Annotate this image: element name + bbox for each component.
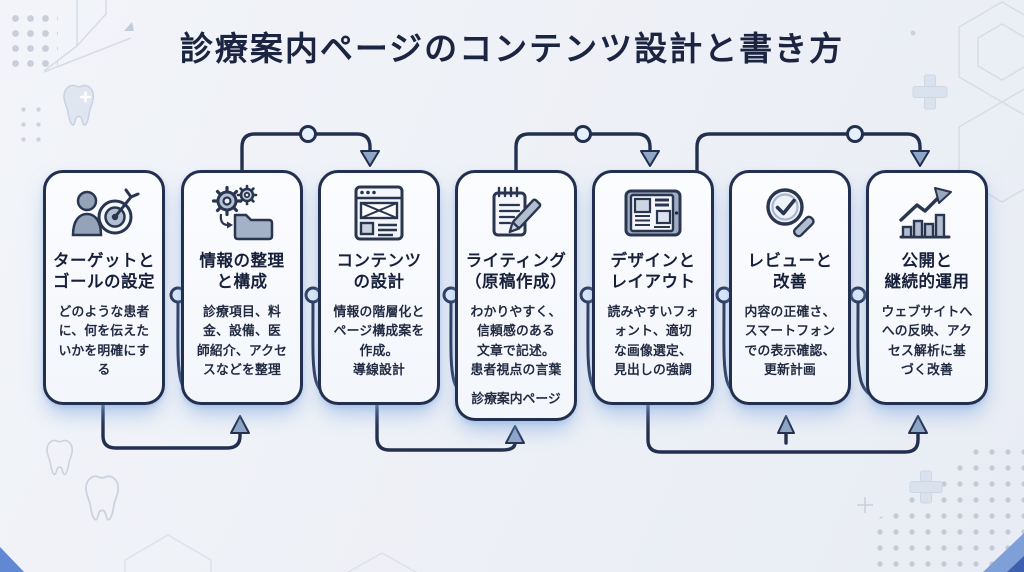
step-card-6: レビューと 改善 内容の正確さ、 スマートフォン での表示確認、 更新計画 <box>729 170 851 405</box>
growth-chart-icon <box>890 183 964 245</box>
arrowhead-up-step7 <box>908 415 928 434</box>
link-step3-to-step4 <box>375 401 517 452</box>
arrowhead-down-step5 <box>640 150 660 167</box>
step-card-1: ターゲットと ゴールの設定 どのような患者 に、何を伝えた いかを明確にす る <box>43 170 165 405</box>
step-description: 診療項目、料 金、設備、医 師紹介、アクセ スなどを整理 <box>196 304 288 377</box>
notepad-pencil-icon <box>479 183 553 245</box>
step-card-3: コンテンツ の設計 情報の階層化と ページ構成案を 作成。 導線設計 <box>318 170 440 405</box>
link-step1-to-step2 <box>101 401 242 450</box>
step-extra-label: 診療案内ページ <box>471 390 561 406</box>
step-description: 内容の正確さ、 スマートフォン での表示確認、 更新計画 <box>744 304 836 377</box>
small-triangle-top-left <box>124 22 134 31</box>
page-title: 診療案内ページのコンテンツ設計と書き方 <box>179 30 845 67</box>
plus-icon-right-top <box>912 74 948 110</box>
connector-ring <box>299 125 317 143</box>
step-description: 読みやすいフォ ォント、適切 な画像選定、 見出しの強調 <box>607 304 699 377</box>
corner-triangle-bottom-right <box>983 533 1024 572</box>
hexagon-lines-top-right <box>958 1 1024 203</box>
arrowhead-up-step4 <box>505 425 525 444</box>
step-description: 情報の階層化と ページ構成案を 作成。 導線設計 <box>333 304 425 377</box>
arrowhead-up-step2 <box>230 415 250 434</box>
hexagon-lines-bottom <box>124 534 418 572</box>
step-title: レビューと 改善 <box>747 252 833 292</box>
step-title: 公開と 継続的運用 <box>884 252 970 292</box>
corner-triangle-bottom-left <box>0 547 24 572</box>
plus-icon-right-bottom <box>909 470 943 504</box>
step-title: 情報の整理 と構成 <box>199 252 285 292</box>
arrowhead-down-step3 <box>360 150 380 167</box>
step-title: コンテンツ の設計 <box>336 252 422 292</box>
connector-ring <box>574 125 592 143</box>
step-title: ターゲットと ゴールの設定 <box>53 252 155 292</box>
gears-folder-icon <box>205 183 279 245</box>
arrowhead-up-step6 <box>777 415 795 434</box>
step-description: ウェブサイトへ への反映、アク セス解析に基 づく改善 <box>881 304 973 377</box>
step-description: どのような患者 に、何を伝えた いかを明確にす る <box>58 304 150 377</box>
hexagon-lines-top-left <box>43 0 132 73</box>
target-audience-icon <box>67 183 141 245</box>
tooth-icon-bottom-left-2 <box>85 475 120 521</box>
dot-grid-top-left <box>8 11 58 73</box>
arrowhead-down-step7 <box>910 150 930 167</box>
step-description: わかりやすく、 信頼感のある 文章で記述。 患者視点の言葉 <box>470 304 562 377</box>
webpage-wireframe-icon <box>342 183 416 245</box>
arc-step6-to-step7 <box>695 132 922 174</box>
corner-triangle-bottom-right-inner <box>1007 556 1024 572</box>
step-title: デザインと レイアウト <box>610 252 696 292</box>
step-title: ライティング （原稿作成） <box>465 252 567 292</box>
thin-cross <box>857 497 873 513</box>
dot-grid-top-left-small <box>16 102 48 150</box>
step-card-4: ライティング （原稿作成） わかりやすく、 信頼感のある 文章で記述。 患者視点… <box>455 170 577 421</box>
step-card-7: 公開と 継続的運用 ウェブサイトへ への反映、アク セス解析に基 づく改善 <box>866 170 988 405</box>
connector-ring <box>846 125 864 143</box>
tooth-icon-top-left <box>63 84 95 126</box>
magnifier-check-icon <box>753 183 827 245</box>
single-dot <box>910 30 916 36</box>
step-card-2: 情報の整理 と構成 診療項目、料 金、設備、医 師紹介、アクセ スなどを整理 <box>181 170 303 405</box>
link-step5-to-step7 <box>646 401 920 454</box>
step-card-5: デザインと レイアウト 読みやすいフォ ォント、適切 な画像選定、 見出しの強調 <box>592 170 714 405</box>
tablet-layout-icon <box>616 183 690 245</box>
tooth-icon-bottom-left-1 <box>46 439 74 476</box>
